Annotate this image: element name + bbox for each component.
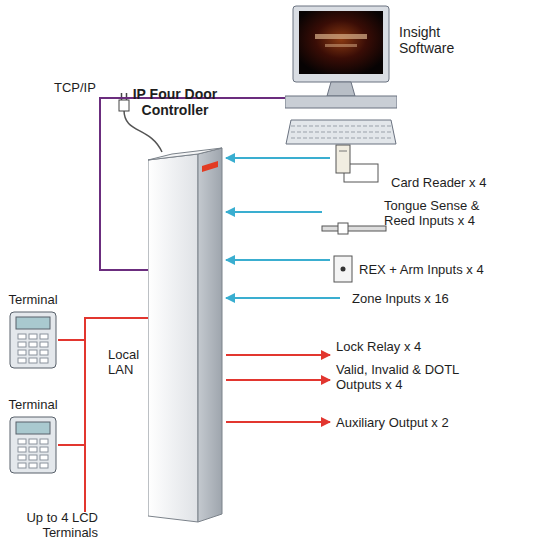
node-title: Terminal (4, 292, 62, 307)
rex-plate (334, 256, 352, 282)
output-arrow (226, 421, 330, 423)
computer-symbol (285, 4, 397, 154)
keypad-key (40, 439, 48, 444)
keyboard (286, 120, 396, 144)
keypad-key (40, 358, 48, 363)
keypad-key (18, 358, 26, 363)
keypad-key (29, 342, 37, 347)
keypad-key (18, 439, 26, 444)
input-arrow (226, 297, 340, 299)
monitor-stand (327, 82, 355, 96)
controller-symbol (148, 146, 224, 524)
keypad-key (29, 358, 37, 363)
terminal-body (10, 417, 56, 473)
input-arrow (226, 259, 330, 261)
keypad-key (29, 439, 37, 444)
status-light (202, 161, 218, 172)
io-label: Zone Inputs x 16 (352, 291, 532, 306)
rex-button-icon (334, 256, 352, 282)
output-arrow (226, 379, 330, 381)
monitor-screen (299, 11, 383, 74)
key-row (291, 132, 391, 133)
screen-logo (325, 44, 357, 47)
io-label: Card Reader x 4 (391, 175, 541, 190)
reader-body (336, 145, 350, 173)
keypad-key (29, 463, 37, 468)
keypad-key (18, 334, 26, 339)
keypad-key (18, 455, 26, 460)
reader-slot (339, 151, 347, 152)
key-row (291, 138, 391, 139)
desktop-unit (285, 96, 397, 108)
reed-switch (338, 223, 348, 234)
controller-top (148, 148, 222, 160)
card-reader-icon (336, 145, 378, 182)
link-label: TCP/IP (54, 80, 104, 95)
terminal-outline (8, 415, 58, 475)
keypad-key (40, 342, 48, 347)
key-row (291, 126, 391, 127)
lcd-terminal: Terminal (4, 397, 62, 477)
controller-outline (148, 146, 224, 524)
terminal-body (10, 312, 56, 368)
rex-button (341, 267, 346, 272)
lcd-screen (16, 317, 50, 329)
terminal-symbol (8, 310, 58, 370)
node-title: Insight Software (399, 24, 469, 56)
node-title: IP Four Door Controller (118, 86, 232, 118)
keypad-key (29, 455, 37, 460)
keypad-key (29, 447, 37, 452)
io-label: Auxiliary Output x 2 (336, 415, 516, 430)
controller-front (148, 154, 198, 522)
io-label: Tongue Sense & Reed Inputs x 4 (384, 198, 509, 228)
terminal-outline (8, 310, 58, 370)
screen-logo (315, 34, 367, 39)
network-cable (58, 318, 148, 445)
input-arrow (226, 157, 330, 159)
keypad-key (40, 447, 48, 452)
tongue-sense-icon (322, 223, 386, 234)
monitor-bezel (293, 6, 389, 82)
keypad-key (29, 334, 37, 339)
node-title: Terminal (4, 397, 62, 412)
output-arrow (226, 354, 330, 356)
io-label: Valid, Invalid & DOTL Outputs x 4 (336, 362, 491, 392)
keypad-key (40, 350, 48, 355)
keypad-key (18, 350, 26, 355)
keypad-key (18, 463, 26, 468)
keypad-key (40, 463, 48, 468)
io-label: Up to 4 LCD Terminals (6, 510, 98, 540)
keypad-key (29, 350, 37, 355)
keypad-key (18, 447, 26, 452)
input-arrow (226, 211, 322, 213)
controller-unit: IP Four Door Controller (118, 84, 232, 524)
lcd-terminal: Terminal (4, 292, 62, 372)
network-cable (58, 318, 148, 340)
keypad-key (18, 342, 26, 347)
software-workstation: Insight Software (285, 4, 471, 154)
controller-side (198, 148, 222, 522)
keypad-key (40, 334, 48, 339)
sensor-bar (322, 226, 386, 231)
keypad-key (40, 455, 48, 460)
io-label: REX + Arm Inputs x 4 (359, 262, 544, 277)
terminal-symbol (8, 415, 58, 475)
io-label: Lock Relay x 4 (336, 339, 516, 354)
computer-outline (285, 4, 397, 154)
lcd-screen (16, 422, 50, 434)
plug-body (119, 100, 129, 111)
io-label: Local LAN (108, 347, 152, 377)
lan-extension (84, 440, 86, 512)
